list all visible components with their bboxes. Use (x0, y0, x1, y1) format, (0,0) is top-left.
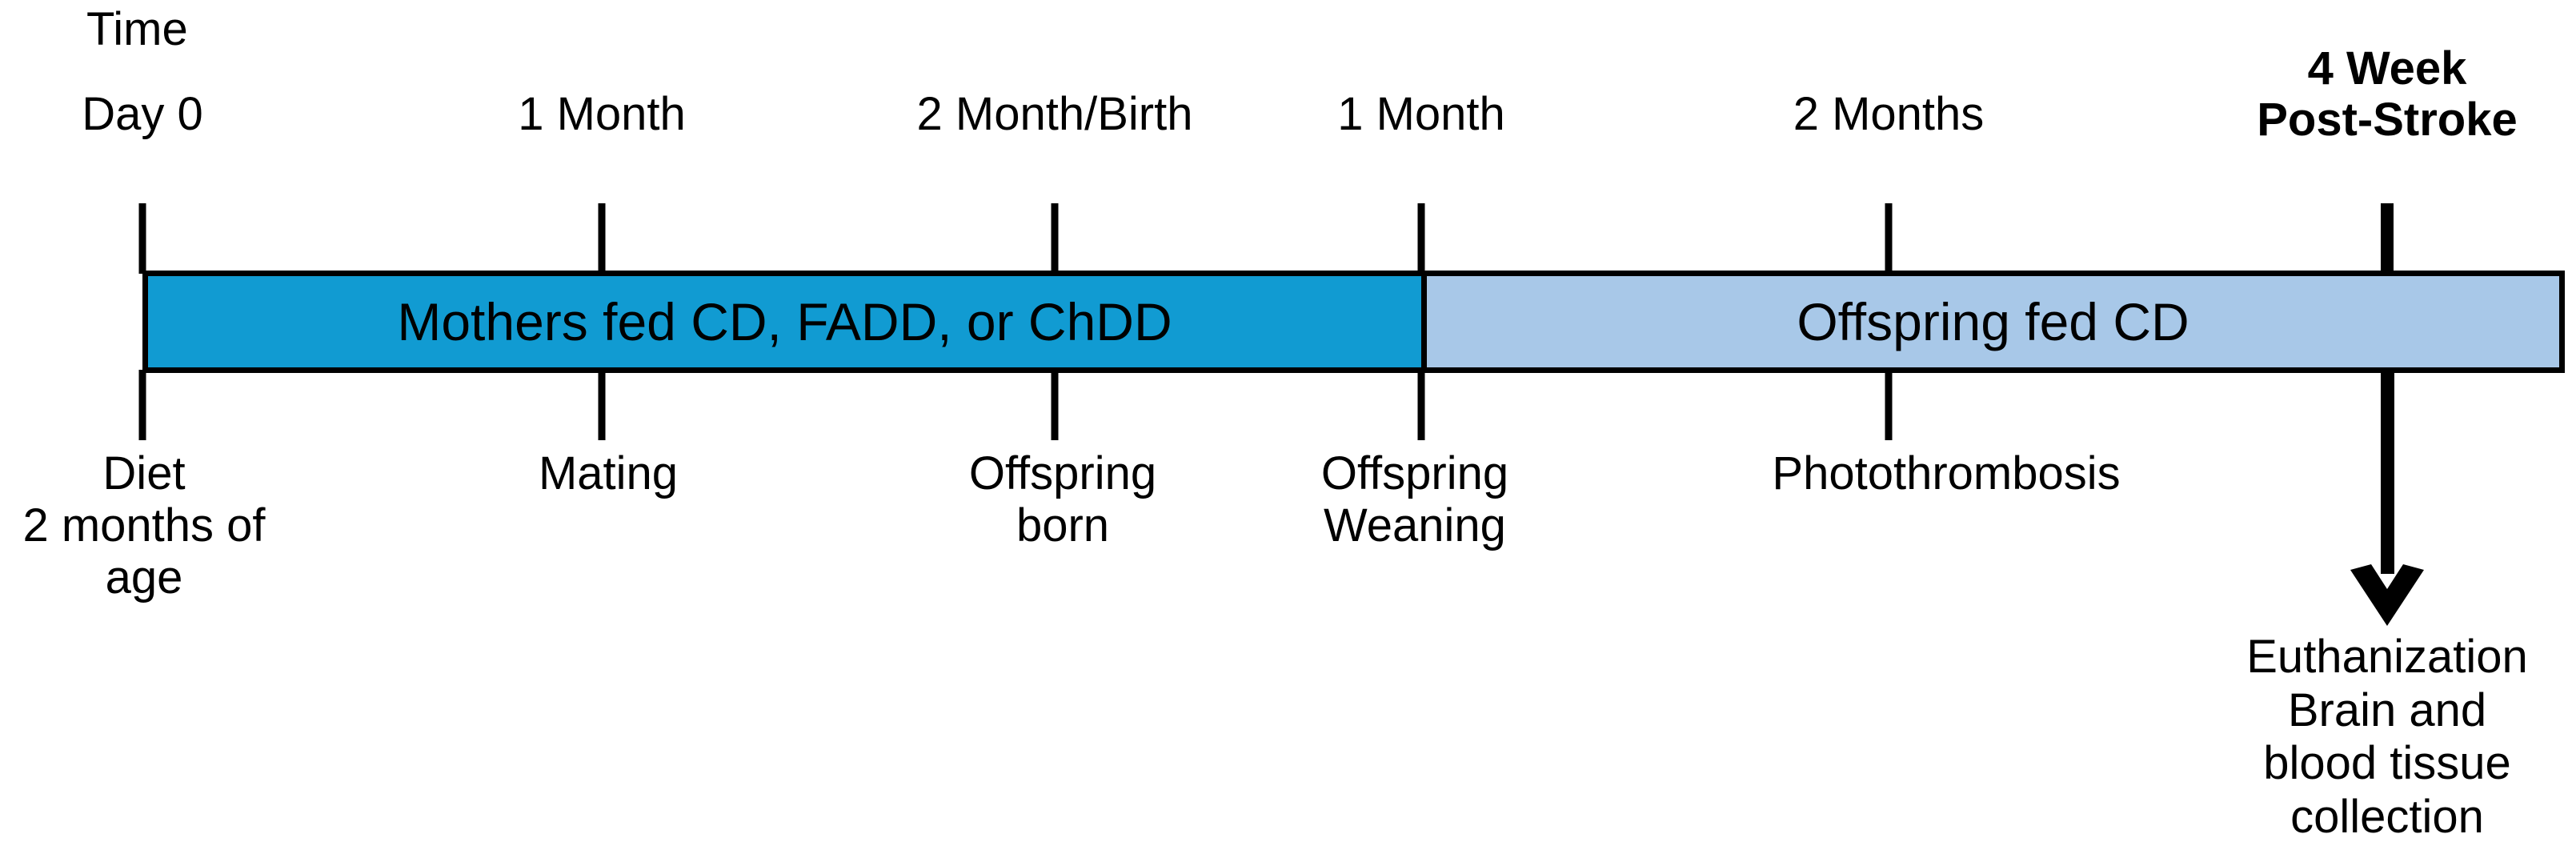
timeline-bar: Mothers fed CD, FADD, or ChDD Offspring … (142, 271, 2565, 373)
bottom-label-offspring-weaning-line1: Offspring (1320, 447, 1509, 499)
bottom-label-offspring-weaning-line2: Weaning (1324, 499, 1506, 551)
timeline-segment-mothers: Mothers fed CD, FADD, or ChDD (148, 276, 1427, 367)
timeline-segment-offspring: Offspring fed CD (1427, 276, 2559, 367)
bottom-label-diet-line2: 2 months of (22, 499, 266, 551)
endpoint-label-line1: Euthanization (2246, 631, 2528, 683)
axis-title-time: Time (86, 3, 188, 55)
bottom-label-diet: Diet 2 months of age (22, 447, 266, 604)
tick-down-weaning (1417, 370, 1425, 440)
tick-up-mating (598, 203, 606, 274)
top-label-2-month-birth: 2 Month/Birth (916, 88, 1193, 140)
top-label-day-0: Day 0 (82, 88, 203, 140)
endpoint-label-line3: blood tissue (2263, 737, 2511, 790)
tick-up-endpoint (2381, 203, 2394, 274)
timeline-segment-offspring-label: Offspring fed CD (1797, 292, 2189, 351)
top-label-4-week-post-stroke: 4 Week Post-Stroke (2215, 43, 2559, 146)
top-label-4-week-post-stroke-line1: 4 Week (2307, 42, 2467, 94)
tick-down-mating (598, 370, 606, 440)
bottom-label-mating: Mating (538, 447, 679, 499)
top-label-2-months: 2 Months (1793, 88, 1985, 140)
bottom-label-diet-line3: age (105, 551, 183, 603)
tick-up-weaning (1417, 203, 1425, 274)
bottom-label-offspring-weaning: Offspring Weaning (1320, 447, 1509, 552)
timeline-segment-mothers-label: Mothers fed CD, FADD, or ChDD (397, 292, 1172, 351)
tick-down-day-0 (138, 370, 146, 440)
bottom-label-diet-line1: Diet (102, 447, 186, 499)
endpoint-label-line2: Brain and (2287, 684, 2487, 736)
tick-up-stroke (1885, 203, 1893, 274)
endpoint-label-euthanization: Euthanization Brain and blood tissue col… (2179, 631, 2576, 844)
bottom-label-offspring-born-line2: born (1016, 499, 1110, 551)
top-label-4-week-post-stroke-line2: Post-Stroke (2257, 93, 2518, 146)
tick-down-birth (1051, 370, 1059, 440)
down-arrow-icon (2350, 370, 2424, 626)
bottom-label-offspring-born-line1: Offspring (968, 447, 1157, 499)
top-label-mating-1-month: 1 Month (518, 88, 686, 140)
bottom-label-photothrombosis: Photothrombosis (1772, 447, 2121, 499)
tick-up-day-0 (138, 203, 146, 274)
top-label-weaning-1-month: 1 Month (1337, 88, 1505, 140)
tick-down-stroke (1885, 370, 1893, 440)
tick-up-birth (1051, 203, 1059, 274)
endpoint-label-line4: collection (2290, 791, 2484, 844)
bottom-label-offspring-born: Offspring born (968, 447, 1157, 552)
